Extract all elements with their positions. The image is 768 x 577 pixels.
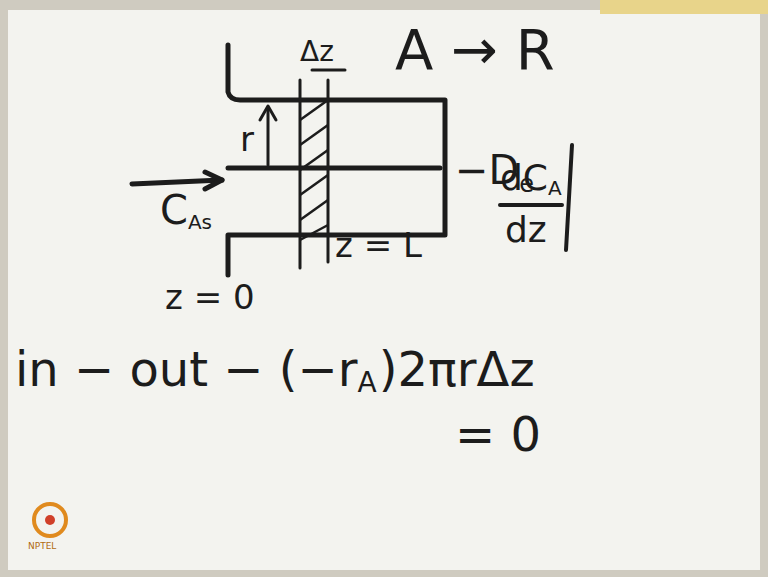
fraction-denominator: dz [505,212,547,248]
balance-equation: )2πrΔz [379,345,535,393]
subscript: A [548,178,562,198]
radius-label: r [240,122,254,156]
subscript: A [358,369,377,397]
position-label: z = L [335,228,422,262]
paper-sheet [8,10,760,570]
position-label: z = 0 [165,280,255,314]
concentration-label: C [160,190,188,230]
balance-equation: in − out − (−r [15,345,358,393]
top-band [600,0,768,14]
balance-equation: = 0 [455,410,541,458]
slice-label: Δz [300,38,334,66]
logo-text: NPTEL [28,542,56,551]
fraction-numerator: dC [500,160,548,196]
subscript: As [188,212,212,232]
reaction-text: A → R [395,22,555,78]
